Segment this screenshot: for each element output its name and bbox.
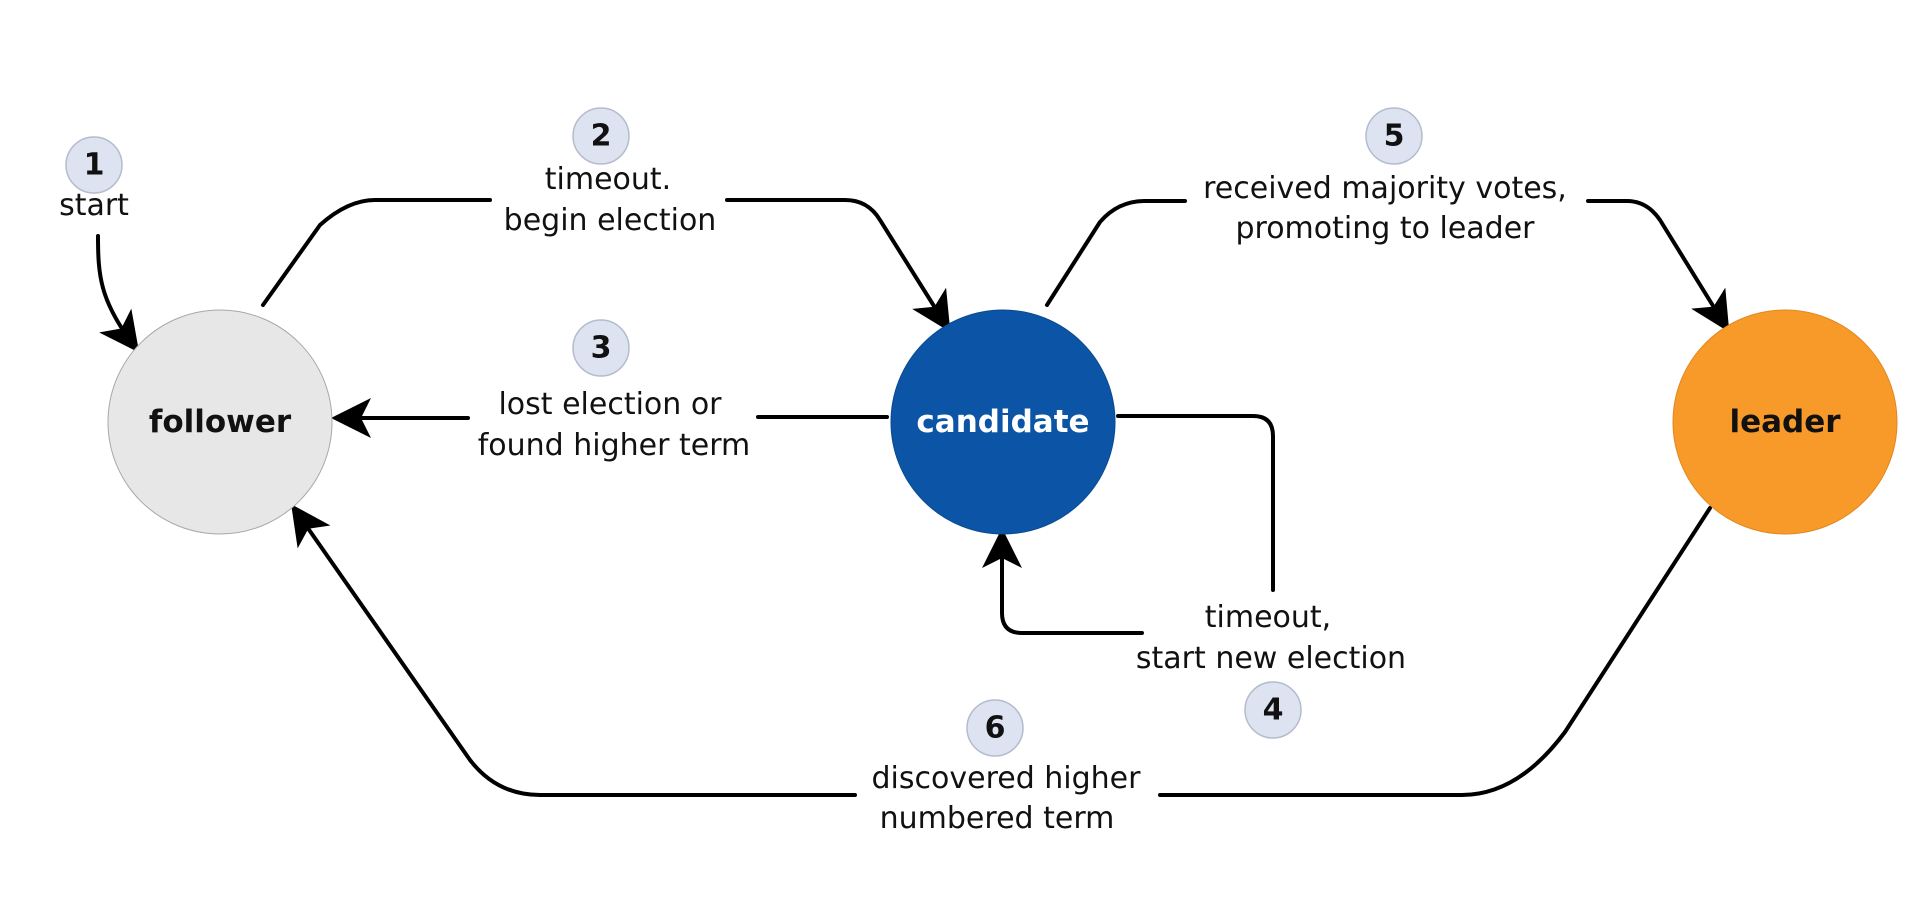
transition-label-3-line1: lost election or bbox=[498, 387, 722, 422]
follower-label: follower bbox=[149, 404, 292, 440]
step-number-3: 3 bbox=[591, 331, 612, 366]
follower-node: follower bbox=[107, 309, 333, 535]
step-badge-3 bbox=[572, 319, 630, 377]
edge-leader-to-follower-right bbox=[1158, 506, 1712, 797]
transition-label-4-line2: start new election bbox=[1136, 641, 1406, 676]
transition-label-2-line2: begin election bbox=[504, 203, 717, 238]
follower-circle bbox=[107, 309, 333, 535]
candidate-node: candidate bbox=[890, 309, 1116, 535]
transition-label-1: start bbox=[59, 188, 129, 223]
step-number-4: 4 bbox=[1263, 693, 1284, 728]
step-number-2: 2 bbox=[591, 119, 612, 154]
step-number-1: 1 bbox=[84, 148, 105, 183]
transition-6: 6 discovered higher numbered term bbox=[872, 699, 1142, 836]
leader-circle bbox=[1672, 309, 1898, 535]
step-badge-4 bbox=[1244, 681, 1302, 739]
edge-follower-to-candidate-left bbox=[261, 198, 492, 307]
leader-node: leader bbox=[1672, 309, 1898, 535]
transition-label-3-line2: found higher term bbox=[478, 428, 751, 463]
edge-candidate-to-leader-right bbox=[1586, 199, 1730, 333]
step-badge-1 bbox=[65, 136, 123, 194]
edge-candidate-self-loop-bottom bbox=[982, 528, 1144, 635]
transition-label-5-line2: promoting to leader bbox=[1235, 211, 1535, 246]
edge-candidate-self-loop-top bbox=[1116, 414, 1275, 592]
transition-label-5-line1: received majority votes, bbox=[1203, 171, 1567, 206]
step-badge-5 bbox=[1365, 107, 1423, 165]
transition-label-6-line1: discovered higher bbox=[872, 761, 1142, 796]
transition-1: 1 start bbox=[59, 136, 129, 223]
edge-follower-to-candidate-right bbox=[725, 198, 951, 333]
transition-label-6-line2: numbered term bbox=[880, 801, 1115, 836]
step-badge-6 bbox=[966, 699, 1024, 757]
step-badge-2 bbox=[572, 107, 630, 165]
leader-label: leader bbox=[1729, 404, 1841, 440]
candidate-circle bbox=[890, 309, 1116, 535]
candidate-label: candidate bbox=[916, 404, 1089, 440]
edge-candidate-to-leader-left bbox=[1045, 199, 1187, 307]
transition-2: 2 timeout. begin election bbox=[504, 107, 717, 238]
transition-label-2-line1: timeout. bbox=[545, 162, 671, 197]
step-number-5: 5 bbox=[1384, 119, 1405, 154]
transition-5: 5 received majority votes, promoting to … bbox=[1203, 107, 1567, 246]
transition-4: timeout, start new election 4 bbox=[1136, 600, 1406, 739]
step-number-6: 6 bbox=[985, 711, 1006, 746]
edge-start-to-follower bbox=[96, 234, 140, 353]
transition-3: 3 lost election or found higher term bbox=[478, 319, 751, 463]
edge-leader-to-follower-left bbox=[291, 504, 857, 797]
transition-label-4-line1: timeout, bbox=[1205, 600, 1331, 635]
